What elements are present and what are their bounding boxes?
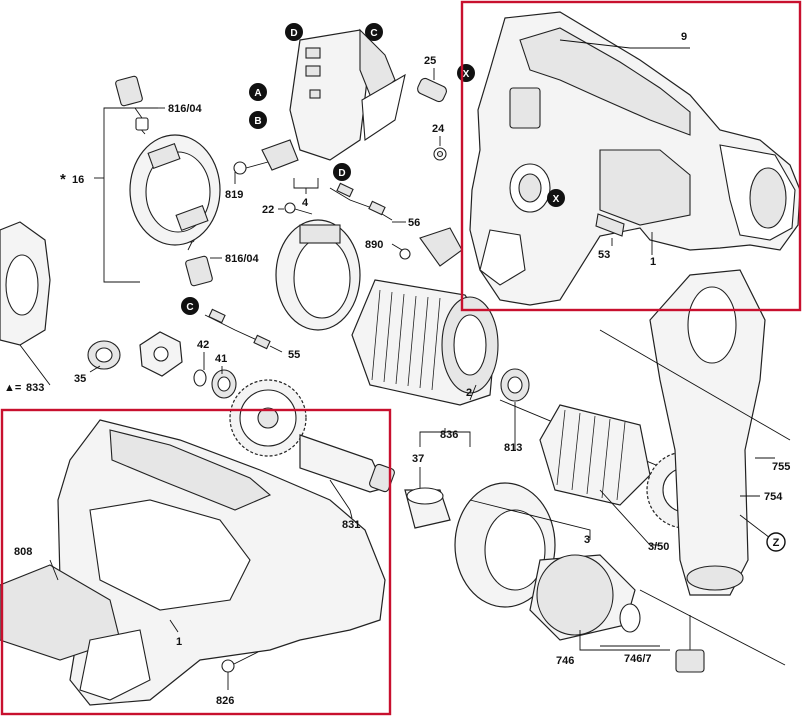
screw-22 xyxy=(284,202,313,215)
svg-text:A: A xyxy=(254,88,261,99)
svg-text:D: D xyxy=(290,28,297,39)
label-1-bottom: 1 xyxy=(176,636,182,648)
svg-text:D: D xyxy=(338,168,345,179)
label-22: 22 xyxy=(262,204,274,216)
highlight-frame-housing-top xyxy=(460,0,802,312)
label-831: 831 xyxy=(342,519,360,531)
label-746-7: 746/7 xyxy=(624,653,652,665)
label-24: 24 xyxy=(432,123,445,135)
svg-text:X: X xyxy=(463,69,470,80)
housing-half-9 xyxy=(469,11,801,306)
sleeve-37 xyxy=(404,487,451,529)
motor-housing-ring xyxy=(275,219,361,331)
wire-56 xyxy=(329,182,393,221)
bearing-housing-833 xyxy=(0,221,51,346)
washer-24 xyxy=(433,147,447,161)
clip-890 xyxy=(399,227,463,267)
spindle-831 xyxy=(299,434,395,493)
label-826: 826 xyxy=(216,695,234,707)
screw-819 xyxy=(233,139,299,175)
svg-text:Z: Z xyxy=(773,537,780,549)
depth-rod-755 xyxy=(599,329,791,441)
svg-text:C: C xyxy=(186,302,193,313)
label-746: 746 xyxy=(556,655,574,667)
part-labels: 9 25 24 816/04 * 16 816/04 819 4 22 56 8… xyxy=(4,31,790,707)
label-836: 836 xyxy=(440,429,458,441)
label-55: 55 xyxy=(288,349,300,361)
label-35: 35 xyxy=(74,373,86,385)
chuck-746 xyxy=(529,554,641,641)
label-890: 890 xyxy=(365,239,383,251)
label-41: 41 xyxy=(215,353,227,365)
callout-c-mid: C xyxy=(181,297,199,315)
label-2: 2 xyxy=(466,387,472,399)
label-755: 755 xyxy=(772,461,790,473)
label-42: 42 xyxy=(197,339,209,351)
label-819: 819 xyxy=(225,189,243,201)
needle-bearing-41 xyxy=(211,369,237,399)
label-16: 16 xyxy=(72,174,84,186)
svg-text:C: C xyxy=(370,28,377,39)
label-37: 37 xyxy=(412,453,424,465)
bearing-35 xyxy=(87,340,121,370)
label-816-04-bottom: 816/04 xyxy=(225,253,260,265)
callout-z: Z xyxy=(766,532,786,552)
wire-55 xyxy=(204,308,271,350)
label-3-50: 3/50 xyxy=(648,541,669,553)
label-808: 808 xyxy=(14,546,32,558)
callout-x-mid: X xyxy=(547,189,565,207)
svg-text:X: X xyxy=(553,194,560,205)
label-754: 754 xyxy=(764,491,783,503)
stator-2 xyxy=(351,279,499,406)
label-816-04-top: 816/04 xyxy=(168,103,203,115)
nut xyxy=(139,331,183,377)
label-3: 3 xyxy=(584,534,590,546)
label-56: 56 xyxy=(408,217,420,229)
callout-b: B xyxy=(249,111,267,129)
callout-d-top: D xyxy=(285,23,303,41)
callout-x-top: X xyxy=(457,64,475,82)
label-833: 833 xyxy=(26,382,44,394)
callout-d-mid: D xyxy=(333,163,351,181)
gear xyxy=(229,379,307,457)
switch-4 xyxy=(289,28,406,161)
brush-holder-16 xyxy=(129,134,221,246)
clip-53 xyxy=(595,213,625,237)
label-813: 813 xyxy=(504,442,522,454)
carbon-brush-top xyxy=(115,75,149,135)
bearing-813 xyxy=(500,368,530,402)
part-25 xyxy=(417,77,447,103)
label-25: 25 xyxy=(424,55,436,67)
chuck-key-746-7 xyxy=(639,589,786,673)
side-handle-754 xyxy=(649,269,766,596)
leader-lines xyxy=(19,47,775,690)
housing-half-1 xyxy=(0,419,386,706)
label-53: 53 xyxy=(598,249,610,261)
washer-42 xyxy=(193,369,207,387)
label-9: 9 xyxy=(681,31,687,43)
callout-c-top: C xyxy=(365,23,383,41)
front-cover-836 xyxy=(454,482,556,608)
label-triangle: ▲= xyxy=(4,382,21,394)
svg-text:B: B xyxy=(254,116,261,127)
label-1-top: 1 xyxy=(650,256,656,268)
label-star: * xyxy=(60,171,66,188)
highlight-frame-housing-bottom xyxy=(0,408,392,716)
callout-a: A xyxy=(249,83,267,101)
label-4: 4 xyxy=(302,197,309,209)
